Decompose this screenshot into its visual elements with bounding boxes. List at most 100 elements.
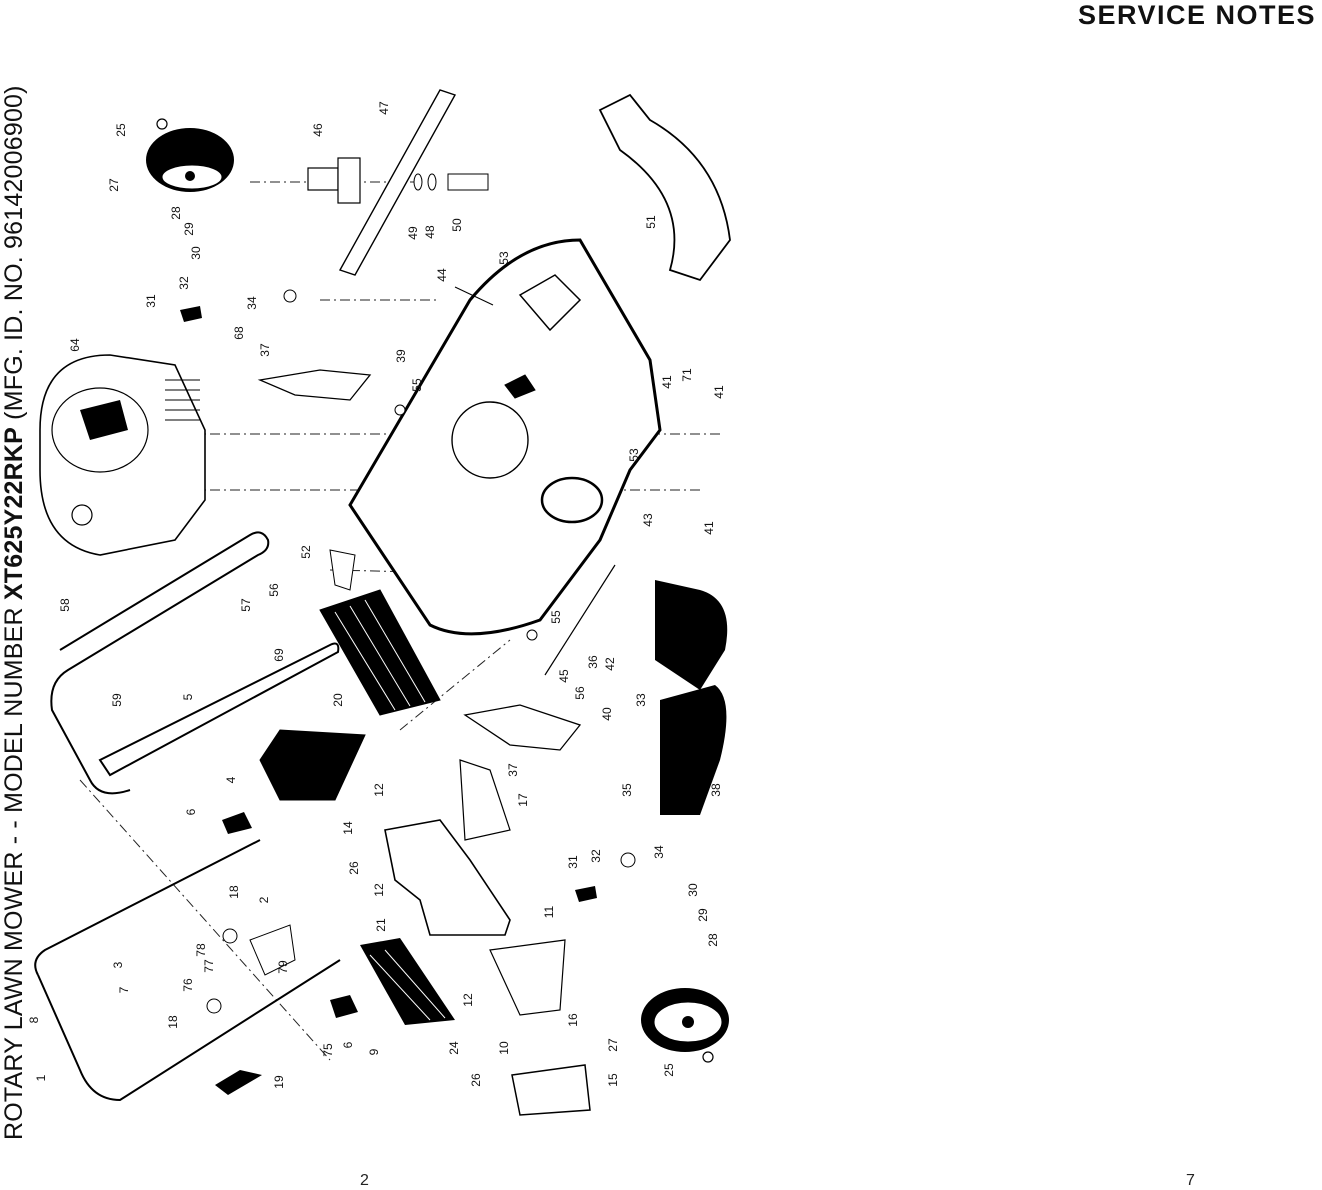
callout-number: 35	[620, 783, 634, 797]
front-wheel	[641, 988, 729, 1063]
callout-number: 41	[712, 385, 726, 399]
page-number: 2	[360, 1172, 369, 1189]
callout-number: 18	[166, 1015, 180, 1029]
callout-number: 55	[549, 610, 563, 624]
nut	[283, 289, 297, 303]
callout-number: 29	[696, 908, 710, 922]
callout-number: 46	[311, 123, 325, 137]
knob	[215, 1070, 262, 1095]
callout-number: 38	[709, 783, 723, 797]
upper-handle	[34, 531, 341, 1102]
callout-number: 29	[182, 222, 196, 236]
blade-hardware	[413, 173, 489, 191]
callout-number: 37	[258, 343, 272, 357]
callout-number: 79	[276, 960, 290, 974]
callout-number: 55	[410, 378, 424, 392]
callout-number: 37	[506, 763, 520, 777]
callout-number: 24	[447, 1041, 461, 1055]
callout-number: 57	[239, 598, 253, 612]
callout-number: 3	[111, 961, 125, 968]
nut	[394, 404, 406, 416]
callout-number: 50	[450, 218, 464, 232]
bracket	[459, 759, 511, 841]
callout-number: 48	[423, 225, 437, 239]
callout-number: 43	[641, 513, 655, 527]
callout-number: 1	[34, 1074, 48, 1081]
rear-deflector	[598, 93, 731, 282]
callout-number: 33	[634, 693, 648, 707]
bag-panel	[259, 729, 366, 801]
center-line	[399, 639, 511, 731]
callout-number: 47	[377, 101, 391, 115]
cap	[180, 306, 202, 322]
callout-number: 40	[600, 707, 614, 721]
callout-number: 9	[367, 1048, 381, 1055]
callout-number: 45	[557, 669, 571, 683]
callout-number: 59	[110, 693, 124, 707]
callout-number: 58	[58, 598, 72, 612]
knob	[330, 995, 358, 1018]
callout-number: 34	[652, 845, 666, 859]
callout-number: 7	[117, 986, 131, 993]
callout-number: 8	[27, 1016, 41, 1023]
callout-number: 19	[272, 1075, 286, 1089]
callout-number: 25	[662, 1063, 676, 1077]
callout-number: 34	[245, 296, 259, 310]
callout-number: 69	[272, 648, 286, 662]
callout-number: 26	[347, 861, 361, 875]
callout-number: 27	[107, 178, 121, 192]
callout-number: 32	[177, 276, 191, 290]
side-discharge-door	[655, 580, 728, 690]
callout-number: 6	[184, 808, 198, 815]
callout-number: 78	[194, 943, 208, 957]
callout-number: 25	[114, 123, 128, 137]
knob	[222, 812, 252, 834]
callout-number: 42	[603, 657, 617, 671]
mower-deck	[348, 238, 662, 636]
nut	[206, 998, 222, 1014]
callout-number: 64	[68, 338, 82, 352]
height-adjuster-bracket	[257, 369, 372, 401]
callout-number: 56	[573, 686, 587, 700]
center-line	[79, 779, 331, 1061]
callout-number: 76	[181, 978, 195, 992]
parts-diagram-page: ROTARY LAWN MOWER - - MODEL NUMBER XT625…	[0, 85, 731, 1189]
callout-number: 68	[232, 326, 246, 340]
callout-number: 12	[372, 783, 386, 797]
nut	[222, 928, 238, 944]
callout-number: 20	[331, 693, 345, 707]
callout-number: 52	[299, 545, 313, 559]
discharge-chute	[660, 685, 727, 815]
bracket	[489, 939, 566, 1016]
callout-number: 39	[394, 349, 408, 363]
axle-rod	[544, 564, 616, 676]
callout-number: 51	[644, 215, 658, 229]
cap	[575, 886, 597, 902]
lower-bag-frame	[360, 938, 455, 1025]
callout-number: 28	[706, 933, 720, 947]
blade-adapter	[307, 157, 361, 204]
blade	[338, 89, 457, 276]
exploded-parts-diagram	[34, 89, 731, 1116]
callout-number: 28	[169, 206, 183, 220]
callout-number: 15	[606, 1073, 620, 1087]
callout-number: 44	[435, 268, 449, 282]
callout-number: 6	[341, 1041, 355, 1048]
height-adjuster-bracket	[463, 704, 582, 751]
callout-number: 77	[202, 959, 216, 973]
rear-wheel	[146, 118, 234, 192]
callout-number: 14	[341, 821, 355, 835]
callout-number: 5	[181, 693, 195, 700]
nut	[620, 852, 636, 868]
callout-number: 41	[702, 521, 716, 535]
callout-number: 49	[406, 226, 420, 240]
callout-number: 31	[144, 294, 158, 308]
callout-number: 41	[660, 375, 674, 389]
callout-number: 11	[542, 905, 556, 918]
bracket	[384, 819, 511, 936]
callout-number: 17	[516, 793, 530, 807]
callout-number: 26	[469, 1073, 483, 1087]
callout-number: 53	[627, 448, 641, 462]
callout-number: 21	[374, 918, 388, 932]
